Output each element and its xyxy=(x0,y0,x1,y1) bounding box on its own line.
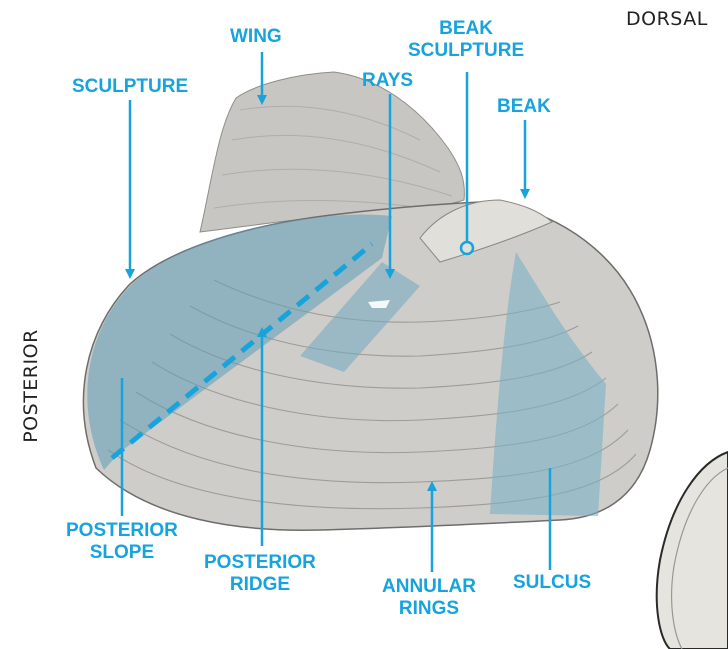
sulcus-label: SULCUS xyxy=(513,572,591,594)
beak-label: BEAK xyxy=(497,96,551,118)
posterior-label: POSTERIOR xyxy=(20,329,42,443)
wing-label: WING xyxy=(230,26,282,48)
rays-label: RAYS xyxy=(362,70,413,92)
posterior-ridge-label: POSTERIOR RIDGE xyxy=(204,552,316,596)
dorsal-label: DORSAL xyxy=(626,8,708,30)
annular-rings-label: ANNULAR RINGS xyxy=(382,576,476,620)
sculpture-label: SCULPTURE xyxy=(72,76,188,98)
posterior-slope-label: POSTERIOR SLOPE xyxy=(66,520,178,564)
beak-sculpture-label: BEAK SCULPTURE xyxy=(408,18,524,62)
second-shell xyxy=(657,452,728,649)
